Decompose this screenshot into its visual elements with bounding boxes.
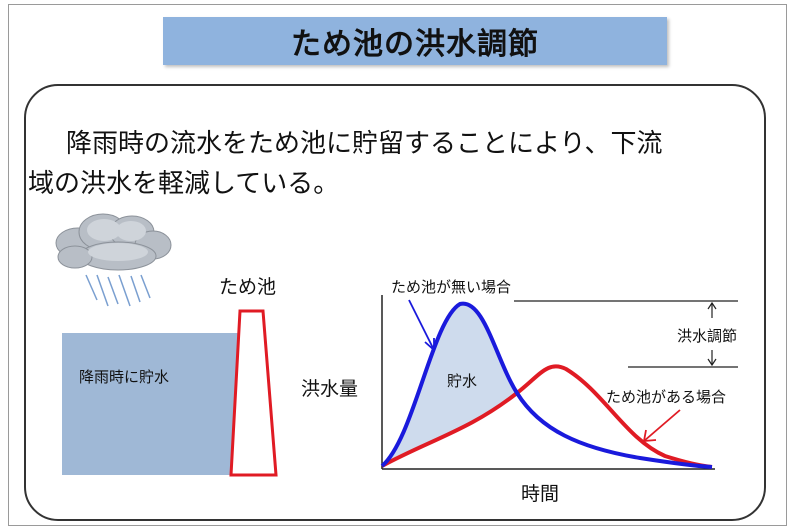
reduction-indicator <box>514 300 738 368</box>
title-banner: ため池の洪水調節 <box>163 17 667 65</box>
description-line-1: 降雨時の流水をため池に貯留することにより、下流 <box>66 129 663 159</box>
with-arrow <box>642 409 681 442</box>
rain-icon <box>85 274 151 307</box>
stored-water-label: 降雨時に貯水 <box>79 368 169 386</box>
stored-water <box>62 333 242 475</box>
without-arrow <box>408 299 435 353</box>
series-with-label: ため池がある場合 <box>606 388 726 406</box>
series-without-pond <box>380 301 713 469</box>
y-axis-label: 洪水量 <box>301 378 358 400</box>
x-axis-label: 時間 <box>521 483 559 505</box>
reduction-label: 洪水調節 <box>677 327 737 345</box>
description: 降雨時の流水をため池に貯留することにより、下流 域の洪水を軽減している。 <box>28 124 788 204</box>
series-with-pond <box>381 364 713 469</box>
cloud-icon <box>55 213 172 271</box>
dam <box>229 309 278 477</box>
stored-area <box>382 303 517 466</box>
stored-area-label: 貯水 <box>447 372 477 390</box>
page-title: ため池の洪水調節 <box>291 27 539 62</box>
series-without-label: ため池が無い場合 <box>391 278 511 296</box>
description-line-2: 域の洪水を軽減している。 <box>28 169 340 199</box>
pond-label: ため池 <box>219 276 276 298</box>
